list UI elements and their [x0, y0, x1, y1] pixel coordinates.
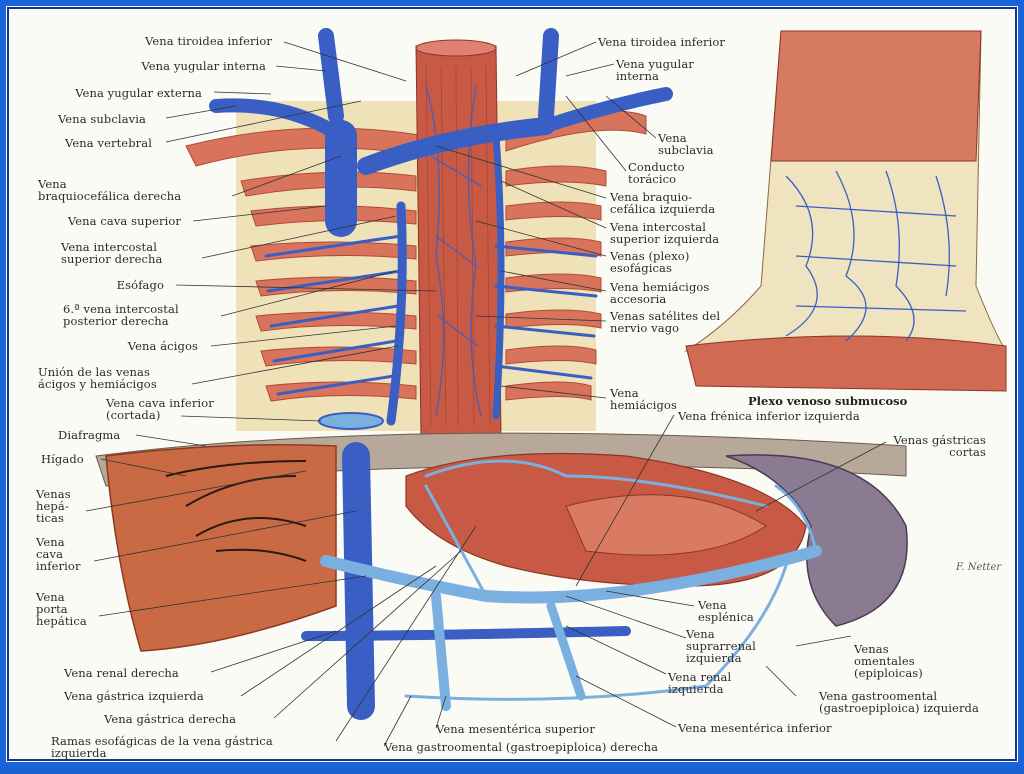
label-vena-frenica-inferior-izquierda: Vena frénica inferior izquierda: [678, 409, 860, 423]
label-venas-hepaticas: Venas hepá- ticas: [36, 487, 71, 525]
label-vena-hemiacigos: Vena hemiácigos: [610, 386, 677, 412]
label-vena-gastroomental-izquierda: Vena gastroomental (gastroepiploica) izq…: [819, 689, 979, 715]
label-vena-subclavia-right: Vena subclavia: [658, 131, 714, 157]
label-vena-cava-inferior-cortada: Vena cava inferior (cortada): [106, 396, 214, 422]
label-vena-porta-hepatica: Vena porta hepática: [36, 590, 87, 628]
label-vena-suprarrenal-izquierda: Vena suprarrenal izquierda: [686, 627, 756, 665]
label-vena-gastroomental-derecha: Vena gastroomental (gastroepiploica) der…: [384, 740, 659, 754]
label-vena-intercostal-superior-izquierda: Vena intercostal superior izquierda: [610, 220, 720, 246]
esophagus: [415, 39, 502, 437]
label-vena-vertebral: Vena vertebral: [65, 136, 152, 150]
stomach: [405, 452, 807, 587]
label-union-venas-acigos-hemiacigos: Unión de las venas ácigos y hemiácigos: [38, 365, 157, 391]
label-vena-mesenterica-superior: Vena mesentérica superior: [436, 722, 595, 736]
label-vena-yugular-interna-right: Vena yugular interna: [616, 57, 694, 83]
label-vena-renal-derecha: Vena renal derecha: [64, 666, 179, 680]
label-vena-hemiacigos-accesoria: Vena hemiácigos accesoria: [610, 280, 710, 306]
label-vena-tiroidea-inferior-right: Vena tiroidea inferior: [598, 35, 725, 49]
label-vena-braquiocefalica-izquierda: Vena braquio- cefálica izquierda: [610, 190, 716, 216]
label-vena-gastrica-derecha: Vena gástrica derecha: [104, 712, 237, 726]
artist-signature: F. Netter: [956, 562, 1002, 573]
label-vena-mesenterica-inferior: Vena mesentérica inferior: [678, 721, 832, 735]
label-vena-cava-inferior: Vena cava inferior: [36, 535, 81, 573]
label-6a-vena-intercostal-posterior-derecha: 6.ª vena intercostal posterior derecha: [63, 302, 179, 328]
label-vena-gastrica-izquierda: Vena gástrica izquierda: [64, 689, 204, 703]
label-diafragma: Diafragma: [58, 428, 121, 442]
inset-submucosal-plexus: [684, 30, 1007, 392]
label-vena-yugular-interna-left: Vena yugular interna: [141, 59, 266, 73]
label-venas-omentales-epiploicas: Venas omentales (epiploicas): [854, 642, 923, 680]
label-vena-intercostal-superior-derecha: Vena intercostal superior derecha: [61, 240, 163, 266]
label-conducto-toracico: Conducto torácico: [628, 160, 685, 186]
inset-caption: Plexo venoso submucoso: [748, 394, 908, 408]
label-venas-plexo-esofagicas: Venas (plexo) esofágicas: [610, 249, 690, 275]
thoracic-veins: [209, 28, 673, 430]
liver: [105, 444, 337, 652]
label-vena-cava-superior: Vena cava superior: [67, 214, 181, 228]
label-vena-tiroidea-inferior-left: Vena tiroidea inferior: [145, 34, 272, 48]
label-vena-subclavia-left: Vena subclavia: [57, 112, 146, 126]
label-esofago: Esófago: [116, 278, 164, 292]
abdominal-veins: [301, 442, 822, 720]
label-higado: Hígado: [41, 452, 84, 466]
label-ramas-esofagicas-vena-gastrica: Ramas esofágicas de la vena gástrica izq…: [51, 734, 273, 760]
label-vena-acigos: Vena ácigos: [127, 339, 198, 353]
leader-lines: [85, 41, 887, 747]
label-vena-esplenica: Vena esplénica: [698, 598, 754, 624]
label-vena-braquiocefalica-derecha: Vena braquiocefálica derecha: [38, 177, 182, 203]
label-venas-satelites-nervio-vago: Venas satélites del nervio vago: [610, 309, 721, 335]
label-vena-renal-izquierda: Vena renal izquierda: [668, 670, 732, 696]
label-vena-yugular-externa-left: Vena yugular externa: [75, 86, 202, 100]
label-venas-gastricas-cortas: Venas gástricas cortas: [893, 433, 986, 459]
anatomy-illustration: [85, 28, 1007, 747]
